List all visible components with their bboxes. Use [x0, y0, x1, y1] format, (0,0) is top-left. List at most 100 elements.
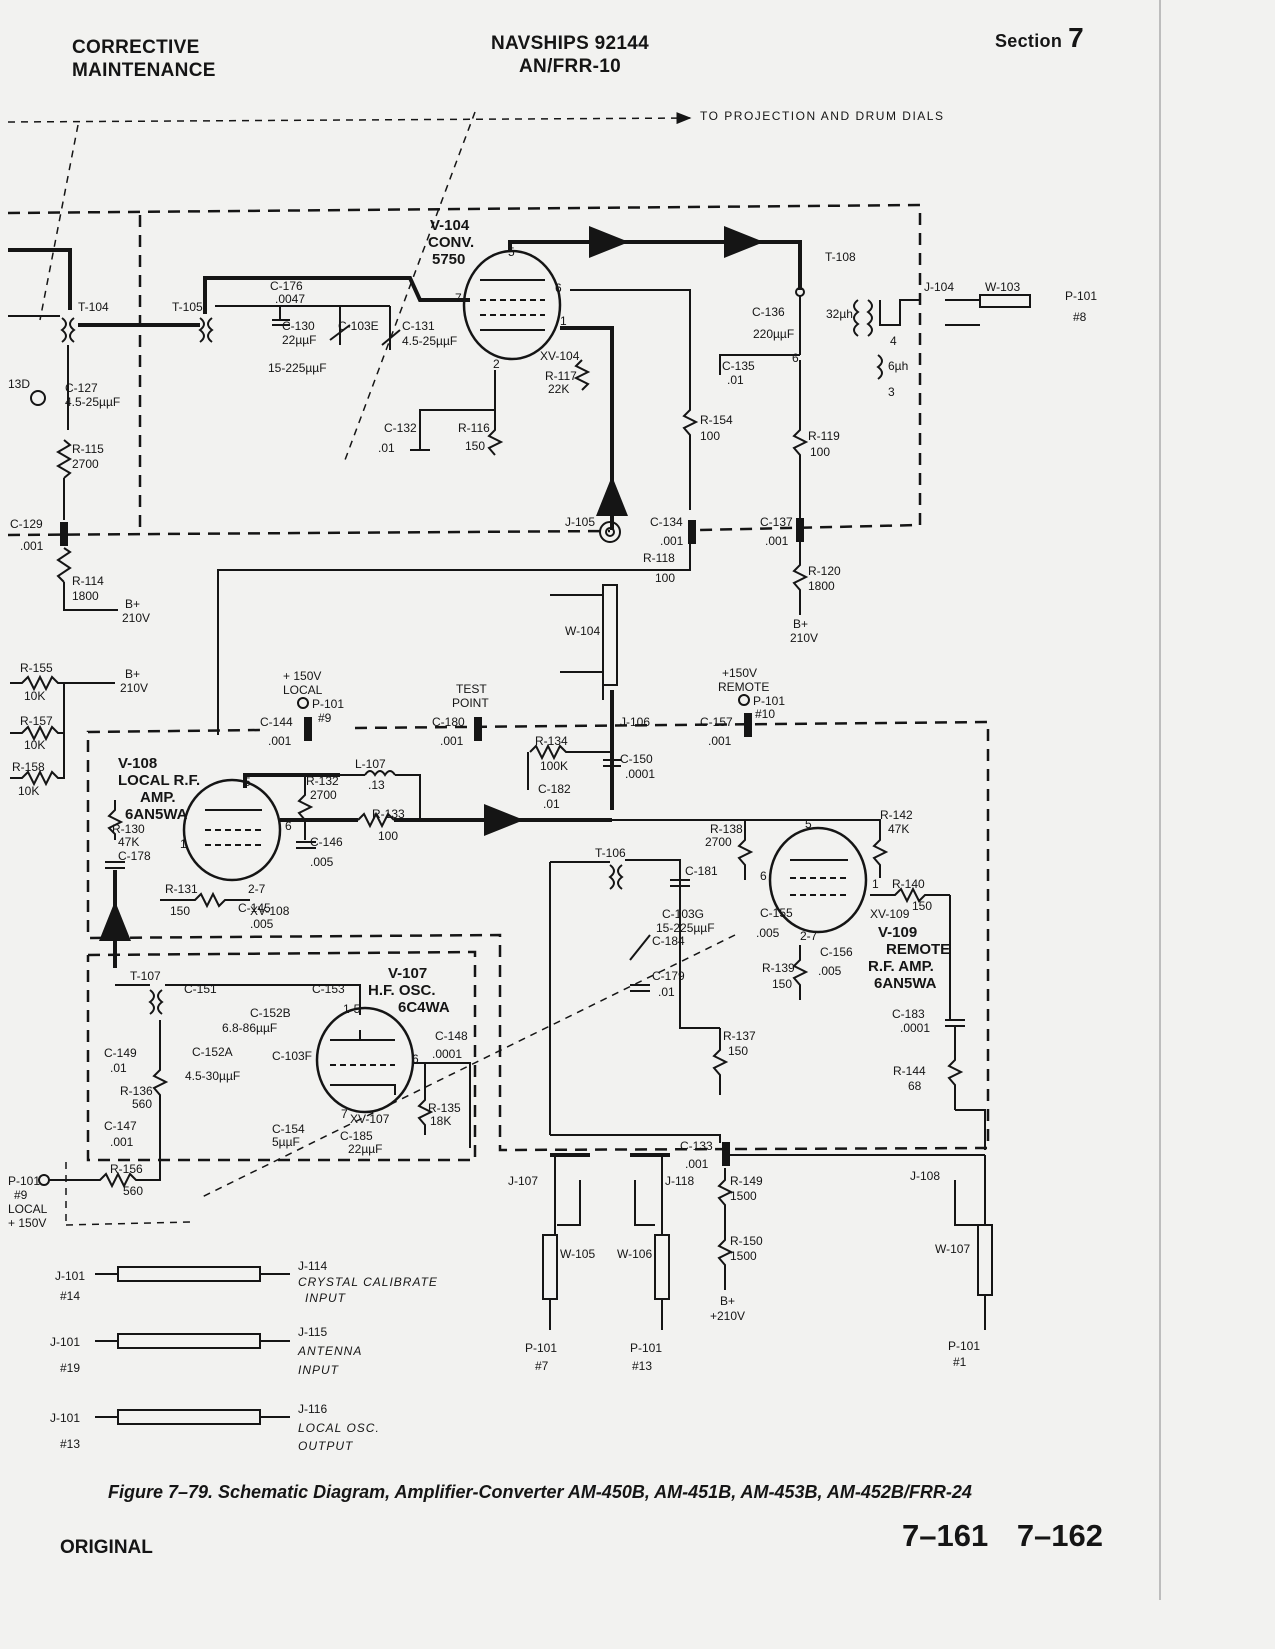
t106-section: T-106 C-181 C-103G 15-225µµF C-184 C-179…: [199, 846, 756, 1199]
b210-1-label: B+: [125, 597, 140, 611]
v104-type: 5750: [432, 251, 465, 268]
r137-label: R-137: [723, 1029, 756, 1043]
j118-label: J-118: [665, 1174, 694, 1188]
p101-1-num: #1: [953, 1355, 967, 1369]
c148-value: .0001: [432, 1047, 462, 1061]
r150-value: 1500: [730, 1249, 757, 1263]
p101-9-num: #9: [318, 711, 332, 725]
c176-value: .0047: [275, 292, 305, 306]
c131-label: C-131: [402, 319, 435, 333]
r114-label: R-114: [72, 574, 104, 588]
c157-label: C-157: [700, 715, 733, 729]
c154-label: C-154: [272, 1122, 305, 1136]
p101-7-label: P-101: [525, 1341, 557, 1355]
r119-label: R-119: [808, 429, 840, 443]
c134-label: C-134: [650, 515, 683, 529]
j107-label: J-107: [508, 1174, 538, 1188]
svg-text:6: 6: [285, 819, 292, 833]
t105-label: T-105: [172, 300, 203, 314]
r134-value: 100K: [540, 759, 568, 773]
c131-value: 4.5-25µµF: [402, 334, 457, 348]
l6-label: 6µh: [888, 359, 908, 373]
plus150-local: + 150V: [283, 669, 321, 683]
w106-label: W-106: [617, 1247, 652, 1261]
xv108-label: XV-108: [250, 904, 290, 918]
test-point-2: POINT: [452, 696, 489, 710]
r154-label: R-154: [700, 413, 733, 427]
svg-text:13D: 13D: [8, 377, 30, 391]
r132-label: R-132: [306, 774, 339, 788]
c157-value: .001: [708, 734, 732, 748]
c133-value: .001: [685, 1157, 709, 1171]
r144-label: R-144: [893, 1064, 926, 1078]
c136-value: 220µµF: [753, 327, 794, 341]
r133-label: R-133: [372, 807, 405, 821]
supply-test-row: + 150V LOCAL P-101 #9 C-144 .001 TEST PO…: [260, 666, 785, 811]
c103g-value: 15-225µµF: [656, 921, 715, 935]
cable-2-desc2: INPUT: [298, 1363, 340, 1377]
cable-2-desc1: ANTENNA: [297, 1344, 362, 1358]
cable-2-jack: J-101: [50, 1335, 80, 1349]
svg-text:1-5: 1-5: [343, 1002, 361, 1016]
v108-function-2: AMP.: [140, 789, 176, 806]
footer-page-numbers: 7–161 7–162: [902, 1518, 1104, 1553]
p101-8-num: #8: [1073, 310, 1087, 324]
converter-input-section: T-105 C-176 .0047 C-130 22µµF 15-225µµF …: [172, 276, 470, 375]
header-maintenance: MAINTENANCE: [72, 60, 216, 81]
r140-value: 150: [912, 899, 932, 913]
v107-hf-oscillator: V-107 H.F. OSC. 6C4WA 1-5 6 7 XV-107 T-1…: [8, 965, 471, 1230]
plus150-b-label: + 150V: [8, 1216, 46, 1230]
left-edge-circuit: T-104 13D C-127 4.5-25µµF R-115 2700 C-1…: [8, 248, 200, 625]
c130-value: 22µµF: [282, 333, 317, 347]
c127-label: C-127: [65, 381, 98, 395]
c179-value: .01: [658, 985, 675, 999]
c155-label: C-155: [760, 906, 793, 920]
xv109-label: XV-109: [870, 907, 910, 921]
top-note-text: TO PROJECTION AND DRUM DIALS: [700, 109, 944, 123]
j106-label: J-106: [620, 715, 650, 729]
cable-1-desc2: INPUT: [305, 1291, 347, 1305]
l107-value: .13: [368, 778, 385, 792]
c178-label: C-178: [118, 849, 151, 863]
r135-value: 18K: [430, 1114, 451, 1128]
c183-value: .0001: [900, 1021, 930, 1035]
c181-label: C-181: [685, 864, 718, 878]
c179-label: C-179: [652, 969, 685, 983]
t107-label: T-107: [130, 969, 161, 983]
r150-label: R-150: [730, 1234, 763, 1248]
r115-label: R-115: [72, 442, 104, 456]
b210-4-value: +210V: [710, 1309, 745, 1323]
b210-4-label: B+: [720, 1294, 735, 1308]
svg-text:6: 6: [555, 281, 562, 295]
r154-value: 100: [700, 429, 720, 443]
r120-label: R-120: [808, 564, 841, 578]
c144-value: .001: [268, 734, 292, 748]
c136-label: C-136: [752, 305, 785, 319]
r139-label: R-139: [762, 961, 795, 975]
cable-3-jack: J-101: [50, 1411, 80, 1425]
r114-value: 1800: [72, 589, 99, 603]
r157-value: 10K: [24, 738, 45, 752]
svg-text:1: 1: [872, 877, 879, 891]
r132-value: 2700: [310, 788, 337, 802]
b210-2-label: B+: [793, 617, 808, 631]
p101-9b-num: #9: [14, 1188, 28, 1202]
svg-text:6: 6: [760, 869, 767, 883]
r139-value: 150: [772, 977, 792, 991]
svg-text:7: 7: [455, 291, 462, 305]
svg-text:5: 5: [805, 817, 812, 831]
r155-value: 10K: [24, 689, 45, 703]
c132-label: C-132: [384, 421, 417, 435]
v108-function-1: LOCAL R.F.: [118, 772, 200, 789]
c149-value: .01: [110, 1061, 127, 1075]
header-model: AN/FRR-10: [519, 56, 621, 77]
v104-ref: V-104: [430, 217, 470, 234]
v107-function: H.F. OSC.: [368, 982, 436, 999]
test-point-1: TEST: [456, 682, 487, 696]
c150-label: C-150: [620, 752, 653, 766]
c130-label: C-130: [282, 319, 315, 333]
w104-label: W-104: [565, 624, 600, 638]
